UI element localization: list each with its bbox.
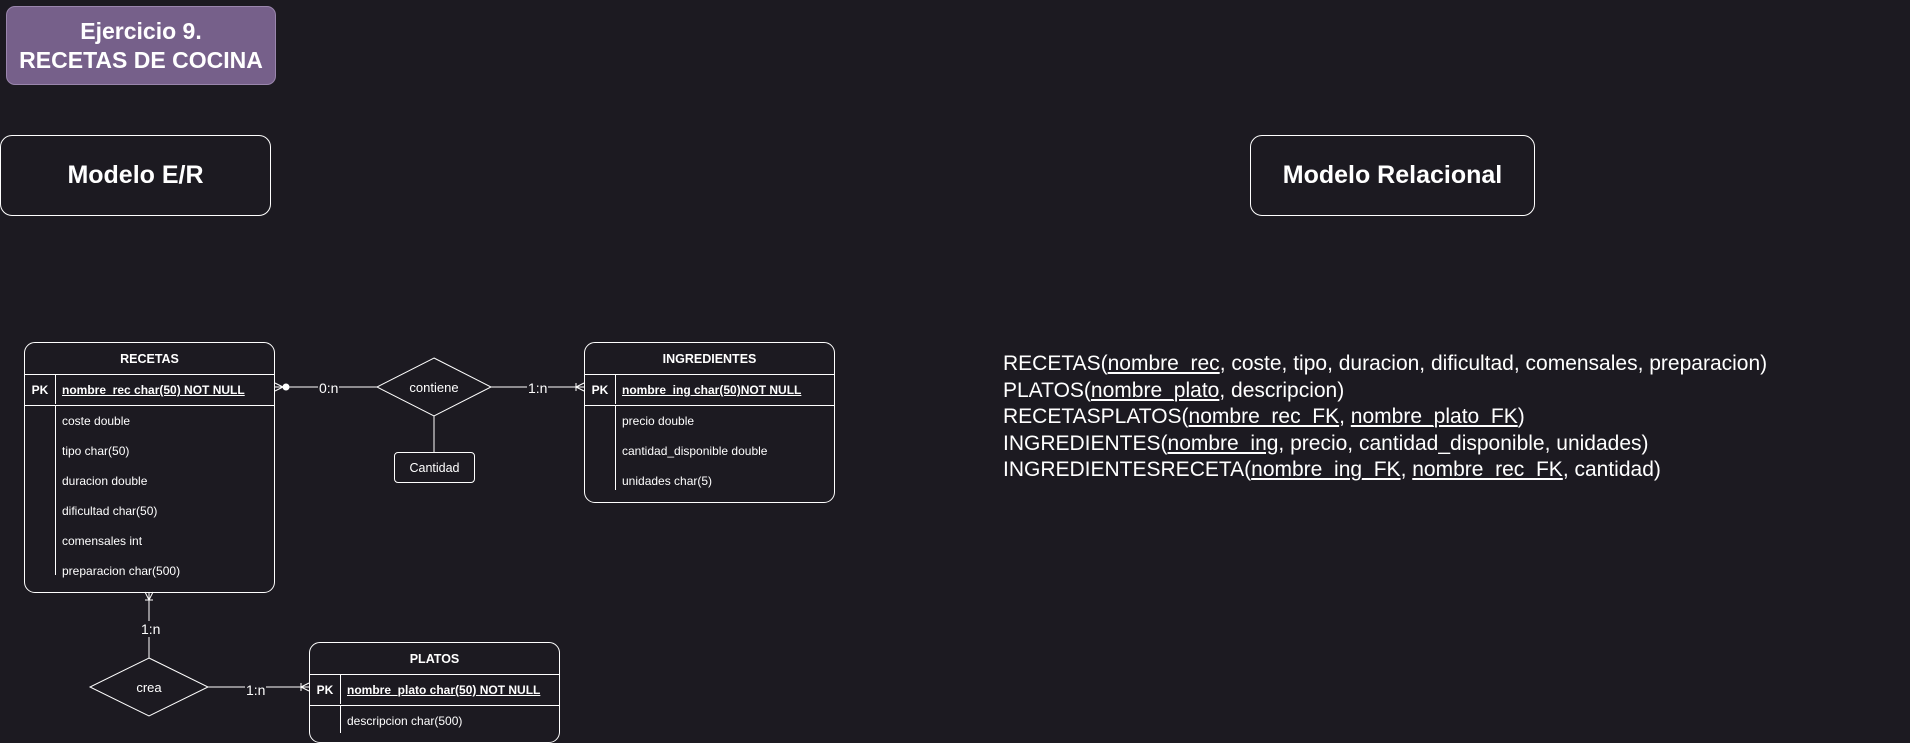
entity-platos-pk-row: PK nombre_plato char(50) NOT NULL [310,675,559,706]
er-model-header: Modelo E/R [0,135,271,216]
entity-attribute: dificultad char(50) [25,496,274,526]
entity-ingredientes-pk: nombre_ing char(50)NOT NULL [622,383,802,397]
entity-ingredientes: INGREDIENTES PK nombre_ing char(50)NOT N… [584,342,835,503]
relational-table-name: INGREDIENTESRECETA( [1003,458,1252,481]
relational-attribute-list: , coste, tipo, duracion, dificultad, com… [1219,352,1761,375]
entity-ingredientes-pk-row: PK nombre_ing char(50)NOT NULL [585,375,834,406]
relational-key-attribute: nombre_rec_FK [1188,405,1340,428]
attribute-text: precio double [622,414,695,428]
exercise-title-line2: RECETAS DE COCINA [19,46,263,73]
entity-attribute: preparacion char(500) [25,556,274,586]
relational-table-name: RECETASPLATOS( [1003,405,1189,428]
cardinality-label: 1:n [245,682,267,698]
relational-key-attribute: nombre_plato_FK [1350,405,1518,428]
pk-label: PK [316,683,334,697]
relationship-contiene-label: contiene [409,379,459,395]
pk-label: PK [31,383,49,397]
relationship-crea-diamond [88,657,210,717]
crowfoot-one-many-icon [144,591,154,601]
crowfoot-one-many-icon [575,382,585,392]
relational-model-text: RECETAS(nombre_rec, coste, tipo, duracio… [1003,351,1767,484]
crowfoot-zero-many-icon [274,382,290,392]
relational-key-attribute: nombre_ing_FK [1251,458,1401,481]
attribute-text: coste double [62,414,131,428]
relational-key-attribute: nombre_ing [1167,431,1279,455]
relational-table-line: RECETASPLATOS(nombre_rec_FK, nombre_plat… [1003,404,1767,431]
entity-recetas-pk: nombre_rec char(50) NOT NULL [62,383,245,397]
relationship-contiene-diamond [375,357,493,417]
entity-attribute: tipo char(50) [25,436,274,466]
relational-close-paren: ) [1517,405,1525,428]
entity-attribute: descripcion char(500) [310,706,559,736]
crowfoot-one-many-icon [300,682,310,692]
relationship-attribute-cantidad: Cantidad [394,452,475,483]
attribute-text: comensales int [62,534,143,548]
column-divider [615,405,616,490]
attribute-text: unidades char(5) [622,474,713,488]
entity-attribute: precio double [585,406,834,436]
attribute-text: cantidad_disponible double [622,444,768,458]
relational-table-name: INGREDIENTES( [1003,431,1168,455]
attribute-text: duracion double [62,474,148,488]
relational-table-line: INGREDIENTESRECETA(nombre_ing_FK, nombre… [1003,457,1767,484]
relational-table-line: PLATOS(nombre_plato, descripcion) [1003,378,1767,405]
entity-attribute: unidades char(5) [585,466,834,496]
relational-model-label: Modelo Relacional [1282,161,1503,189]
entity-attribute: cantidad_disponible double [585,436,834,466]
relational-attribute-list: , descripcion [1219,378,1338,402]
relational-close-paren: ) [1653,458,1661,481]
relational-attribute-list: , cantidad [1562,458,1654,481]
relational-table-line: INGREDIENTES(nombre_ing, precio, cantida… [1003,431,1767,458]
attribute-text: preparacion char(500) [62,564,181,578]
cardinality-label: 1:n [527,380,549,396]
entity-recetas-pk-row: PK nombre_rec char(50) NOT NULL [25,375,274,406]
relational-attribute-list: , [1339,405,1351,428]
entity-attribute: coste double [25,406,274,436]
entity-attribute: comensales int [25,526,274,556]
column-divider [55,374,56,404]
cardinality-label: 0:n [318,380,340,396]
relational-table-name: RECETAS( [1003,352,1108,375]
relational-attribute-list: , precio, cantidad_disponible, unidades [1278,431,1642,455]
attribute-text: descripcion char(500) [347,714,463,728]
column-divider [55,405,56,575]
entity-recetas-title: RECETAS [25,343,274,375]
relational-attribute-list: , [1400,458,1413,481]
relational-key-attribute: nombre_rec_FK [1412,458,1563,481]
relational-close-paren: ) [1337,378,1345,402]
entity-platos: PLATOS PK nombre_plato char(50) NOT NULL… [309,642,560,743]
entity-platos-pk: nombre_plato char(50) NOT NULL [347,683,541,697]
cardinality-label: 1:n [140,621,162,637]
column-divider [615,374,616,404]
relational-key-attribute: nombre_rec [1107,352,1220,375]
entity-recetas: RECETAS PK nombre_rec char(50) NOT NULL … [24,342,275,593]
attribute-text: dificultad char(50) [62,504,158,518]
relational-table-line: RECETAS(nombre_rec, coste, tipo, duracio… [1003,351,1767,378]
relational-table-name: PLATOS( [1003,378,1091,402]
relational-key-attribute: nombre_plato [1090,378,1220,402]
relational-close-paren: ) [1641,431,1649,455]
attribute-text: tipo char(50) [62,444,130,458]
exercise-title: Ejercicio 9. RECETAS DE COCINA [6,6,276,85]
entity-ingredientes-title: INGREDIENTES [585,343,834,375]
column-divider [340,705,341,733]
exercise-title-line1: Ejercicio 9. [80,17,202,44]
relationship-crea-label: crea [136,679,162,695]
column-divider [340,674,341,704]
pk-label: PK [591,383,609,397]
entity-attribute: duracion double [25,466,274,496]
entity-platos-title: PLATOS [310,643,559,675]
relational-model-header: Modelo Relacional [1250,135,1535,216]
relational-close-paren: ) [1760,352,1768,375]
er-model-label: Modelo E/R [67,161,204,189]
